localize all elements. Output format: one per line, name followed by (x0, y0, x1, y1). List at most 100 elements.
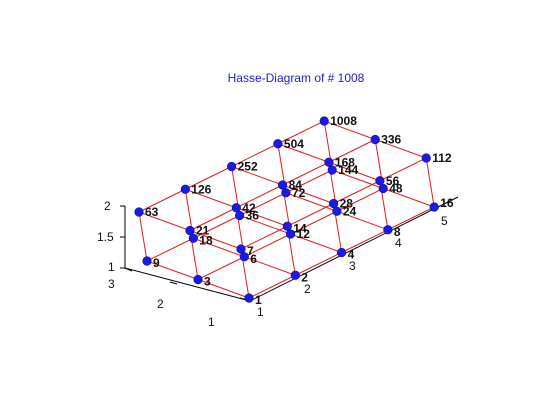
hasse-node-42 (231, 203, 241, 213)
hasse-edge (282, 161, 330, 186)
hasse-node-14 (282, 221, 292, 231)
hasse-edge (236, 184, 283, 209)
hasse-node-label-36: 36 (246, 209, 260, 223)
hasse-edge (333, 180, 381, 204)
hasse-node-18 (188, 233, 198, 243)
hasse-node-label-63: 63 (145, 205, 159, 219)
hasse-edge (197, 279, 250, 299)
z-tick-label-2: 2 (104, 199, 111, 213)
hasse-edge (248, 274, 296, 299)
hasse-node-label-8: 8 (394, 225, 401, 239)
hasse-node-label-504: 504 (284, 137, 304, 151)
hasse-edge (231, 166, 283, 186)
hasse-node-label-84: 84 (289, 178, 303, 192)
axis-tick-labels: 2 1.5 1 3 2 1 1 2 3 4 5 (97, 199, 448, 329)
hasse-node-21 (185, 225, 195, 236)
hasse-edge (189, 207, 237, 231)
hasse-edge (290, 233, 342, 253)
hasse-node-36 (235, 210, 245, 221)
hasse-node-504 (273, 139, 283, 149)
x-tick-label-2: 2 (304, 282, 311, 296)
hasse-node-336 (370, 134, 380, 145)
hasse-node-144 (327, 165, 337, 175)
hasse-edge (336, 210, 389, 231)
hasse-edge (375, 139, 427, 159)
hasse-node-label-252: 252 (238, 160, 258, 174)
hasse-edge (387, 206, 435, 231)
hasse-edge (341, 229, 389, 253)
hasse-edge (146, 260, 199, 280)
hasse-node-9 (142, 256, 152, 266)
x-axis-line (249, 196, 459, 302)
hasse-node-label-126: 126 (191, 182, 211, 196)
hasse-edge (277, 143, 330, 163)
hasse-edge (138, 211, 148, 262)
hasse-edge (231, 143, 279, 167)
hasse-edge (244, 256, 296, 276)
y-axis-line (124, 267, 251, 302)
hasse-edge (336, 188, 384, 212)
hasse-edge (277, 120, 325, 145)
hasse-edge (332, 169, 384, 189)
hasse-node-label-144: 144 (338, 163, 358, 177)
hasse-edge (138, 188, 186, 213)
x-tick-label-3: 3 (349, 259, 356, 273)
hasse-node-label-9: 9 (153, 256, 160, 270)
hasse-edge (244, 233, 291, 258)
hasse-node-252 (227, 161, 237, 172)
hasse-node-3 (193, 274, 203, 285)
hasse-node-label-14: 14 (293, 221, 307, 235)
hasse-edge (324, 120, 376, 140)
hasse-edge (425, 157, 435, 208)
x-tick-label-5: 5 (441, 214, 448, 228)
axes (120, 196, 459, 302)
hasse-node-72 (281, 188, 291, 198)
hasse-node-48 (378, 183, 388, 194)
hasse-node-112 (421, 153, 431, 163)
hasse-node-label-21: 21 (196, 224, 210, 238)
hasse-edge (146, 237, 194, 262)
hasse-edge (189, 230, 242, 250)
hasse-edge (328, 161, 381, 182)
hasse-node-126 (180, 184, 190, 194)
hasse-edge (295, 252, 342, 276)
hasse-node-label-336: 336 (381, 133, 401, 147)
hasse-node-28 (329, 198, 339, 209)
hasse-node-label-7: 7 (247, 244, 254, 258)
hasse-edge (383, 188, 435, 208)
hasse-node-label-16: 16 (440, 196, 454, 210)
hasse-edge (239, 215, 291, 235)
hasse-node-label-56: 56 (386, 174, 400, 188)
hasse-node-8 (383, 225, 393, 235)
hasse-node-labels: 1248163612244891836721447142856112214284… (145, 114, 454, 307)
hasse-node-label-4: 4 (348, 248, 355, 262)
hasse-node-label-1008: 1008 (330, 114, 357, 128)
hasse-edge (282, 184, 334, 204)
y-axis-tick-2 (169, 281, 178, 285)
hasse-node-1008 (319, 116, 329, 126)
y-tick-label-1: 1 (208, 315, 215, 329)
hasse-node-label-12: 12 (297, 227, 311, 241)
hasse-edge (185, 188, 237, 209)
hasse-node-label-112: 112 (432, 151, 452, 165)
hasse-node-1 (244, 293, 254, 303)
z-tick-label-1: 1 (108, 260, 115, 274)
hasse-node-168 (324, 157, 334, 167)
hasse-node-label-6: 6 (250, 252, 257, 266)
hasse-edge (290, 210, 338, 235)
hasse-node-12 (286, 229, 296, 239)
hasse-node-label-1: 1 (255, 293, 262, 307)
hasse-edge (193, 237, 245, 258)
diagram-title: Hasse-Diagram of # 1008 (228, 71, 365, 85)
hasse-edge (285, 192, 338, 212)
hasse-edge (138, 211, 191, 231)
hasse-node-16 (429, 202, 439, 212)
hasse-node-label-168: 168 (335, 155, 355, 169)
hasse-edge (236, 207, 288, 227)
hasse-edge (328, 139, 376, 163)
x-tick-label-1: 1 (257, 305, 264, 319)
hasse-node-6 (239, 252, 249, 262)
y-tick-label-3: 3 (108, 277, 115, 291)
hasse-node-label-42: 42 (242, 201, 256, 215)
